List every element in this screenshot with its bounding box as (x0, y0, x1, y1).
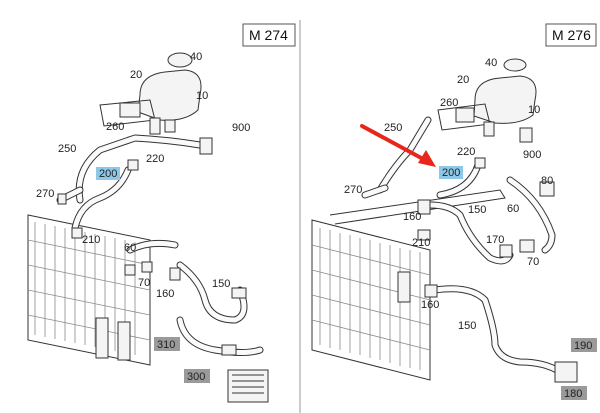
hose-60 (506, 176, 556, 254)
radiator (27, 214, 151, 366)
engine-label: M 274 (249, 27, 288, 43)
red-arrow-icon (360, 124, 436, 167)
panel-m274: M 274 (27, 23, 296, 403)
callout-260: 260 (440, 97, 458, 109)
fittings (417, 157, 578, 383)
hose-270 (361, 184, 389, 199)
hose-310 (176, 316, 264, 356)
callout-70: 70 (138, 277, 150, 289)
callout-270: 270 (344, 184, 362, 196)
callout-70: 70 (527, 256, 539, 268)
callout-190: 190 (574, 340, 592, 352)
callout-300-highlight (184, 369, 210, 383)
callout-150-upper: 150 (468, 204, 486, 216)
callout-220: 220 (146, 153, 164, 165)
hose-250 (75, 134, 204, 204)
callout-220: 220 (457, 146, 475, 158)
expansion-tank (437, 58, 537, 143)
callout-200-highlight (96, 167, 120, 180)
callout-150: 150 (212, 278, 230, 290)
callout-200: 200 (442, 167, 460, 179)
callout-160-lower: 160 (421, 299, 439, 311)
engine-label-box: M 274 (242, 23, 296, 47)
hose-150-lower (431, 285, 564, 376)
fittings (57, 137, 269, 403)
callout-200: 200 (99, 168, 117, 180)
expansion-tank (99, 52, 202, 135)
callout-160-upper: 160 (403, 211, 421, 223)
callout-250: 250 (384, 122, 402, 134)
callout-40: 40 (485, 57, 497, 69)
radiator (311, 189, 506, 381)
callout-80: 80 (541, 175, 553, 187)
hose-200 (436, 161, 482, 199)
callout-250: 250 (58, 143, 76, 155)
callout-210: 210 (82, 234, 100, 246)
callout-180: 180 (564, 388, 582, 400)
callout-40: 40 (190, 51, 202, 63)
hose-60 (126, 239, 179, 254)
callout-260: 260 (106, 121, 124, 133)
callout-200-highlight (439, 166, 463, 179)
engine-label: M 276 (552, 27, 591, 43)
callout-60: 60 (124, 242, 136, 254)
callout-160: 160 (156, 288, 174, 300)
callout-900: 900 (523, 149, 541, 161)
callout-10: 10 (528, 104, 540, 116)
callout-10: 10 (196, 90, 208, 102)
callout-190-highlight (571, 338, 597, 352)
callout-180-highlight (561, 386, 587, 400)
hose-150 (176, 261, 248, 324)
callout-270: 270 (36, 188, 54, 200)
callout-170: 170 (486, 234, 504, 246)
engine-label-box: M 276 (545, 23, 597, 47)
panel-m276: M 276 (311, 23, 597, 400)
hose-150-upper (426, 201, 514, 265)
callout-310: 310 (157, 339, 175, 351)
callout-310-highlight (154, 337, 180, 351)
callout-900: 900 (232, 122, 250, 134)
callout-20: 20 (457, 74, 469, 86)
callout-20: 20 (130, 69, 142, 81)
callout-300: 300 (187, 371, 205, 383)
hose-200 (71, 166, 132, 232)
callout-60: 60 (507, 203, 519, 215)
callout-210: 210 (412, 237, 430, 249)
callout-150-lower: 150 (458, 320, 476, 332)
